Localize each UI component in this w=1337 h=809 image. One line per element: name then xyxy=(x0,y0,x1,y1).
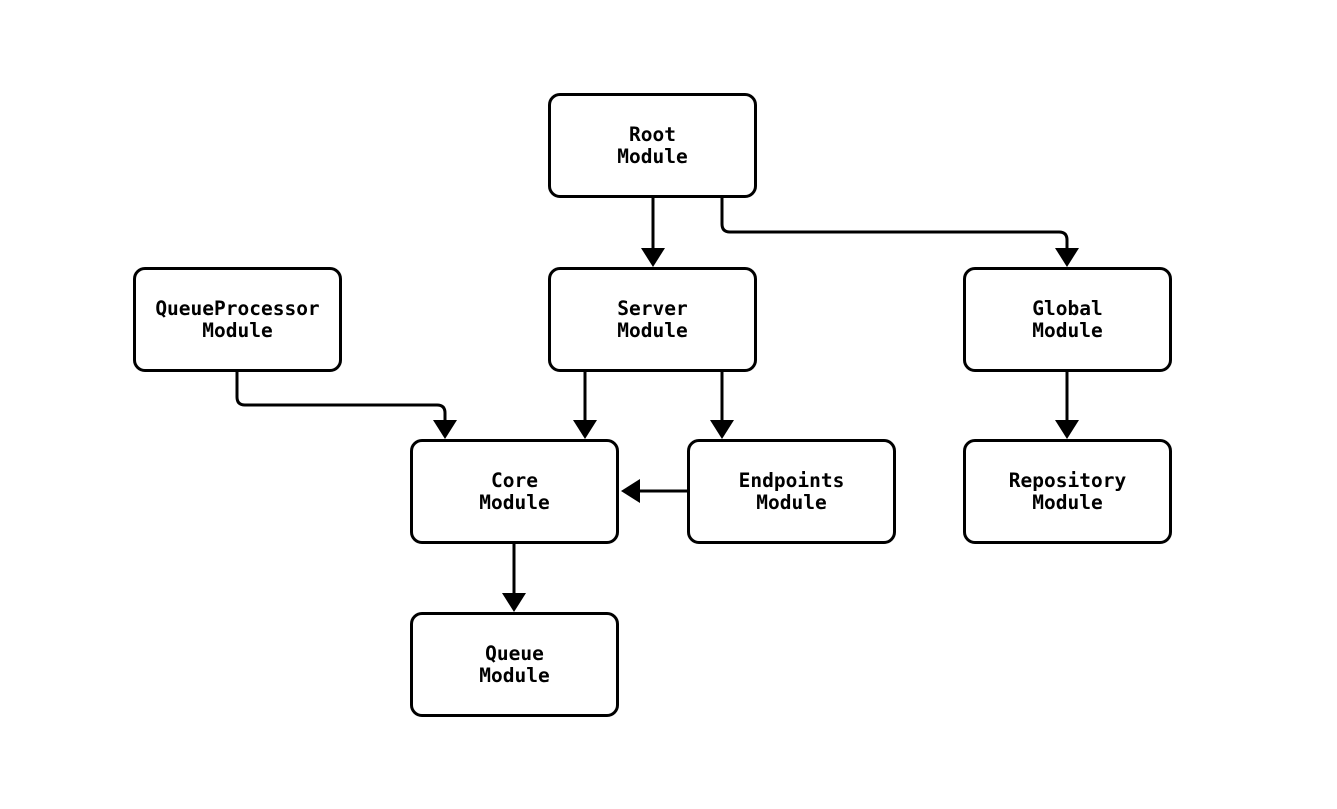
node-core-module: Core Module xyxy=(410,439,619,544)
node-server-module-label: Server Module xyxy=(617,296,688,342)
node-core-module-label: Core Module xyxy=(479,468,550,514)
edge-queueprocessor-to-core xyxy=(235,372,457,439)
arrowhead-core-to-queue xyxy=(502,593,526,612)
node-endpoints-module: Endpoints Module xyxy=(687,439,896,544)
edge-core-to-queue xyxy=(502,544,526,612)
edge-endpoints-to-core xyxy=(621,479,687,503)
arrowhead-root-to-global xyxy=(1055,248,1079,267)
arrowhead-server-to-endpoints xyxy=(710,420,734,439)
node-global-module: Global Module xyxy=(963,267,1172,372)
arrowhead-endpoints-to-core xyxy=(621,479,640,503)
edge-root-to-global xyxy=(720,198,1079,267)
edge-server-to-core xyxy=(573,372,597,439)
node-server-module: Server Module xyxy=(548,267,757,372)
node-queueprocessor-module-label: QueueProcessor Module xyxy=(155,296,320,342)
edge-root-to-server xyxy=(641,198,665,267)
node-root-module: Root Module xyxy=(548,93,757,198)
edge-server-to-endpoints xyxy=(710,372,734,439)
node-queue-module-label: Queue Module xyxy=(479,641,550,687)
arrowhead-root-to-server xyxy=(641,248,665,267)
edge-global-to-repository xyxy=(1055,372,1079,439)
node-endpoints-module-label: Endpoints Module xyxy=(738,468,845,514)
node-queueprocessor-module: QueueProcessor Module xyxy=(133,267,342,372)
arrowhead-global-to-repository xyxy=(1055,420,1079,439)
node-repository-module: Repository Module xyxy=(963,439,1172,544)
node-root-module-label: Root Module xyxy=(617,122,688,168)
node-global-module-label: Global Module xyxy=(1032,296,1103,342)
node-repository-module-label: Repository Module xyxy=(1008,468,1127,514)
arrowhead-server-to-core xyxy=(573,420,597,439)
arrowhead-queueprocessor-to-core xyxy=(433,420,457,439)
node-queue-module: Queue Module xyxy=(410,612,619,717)
